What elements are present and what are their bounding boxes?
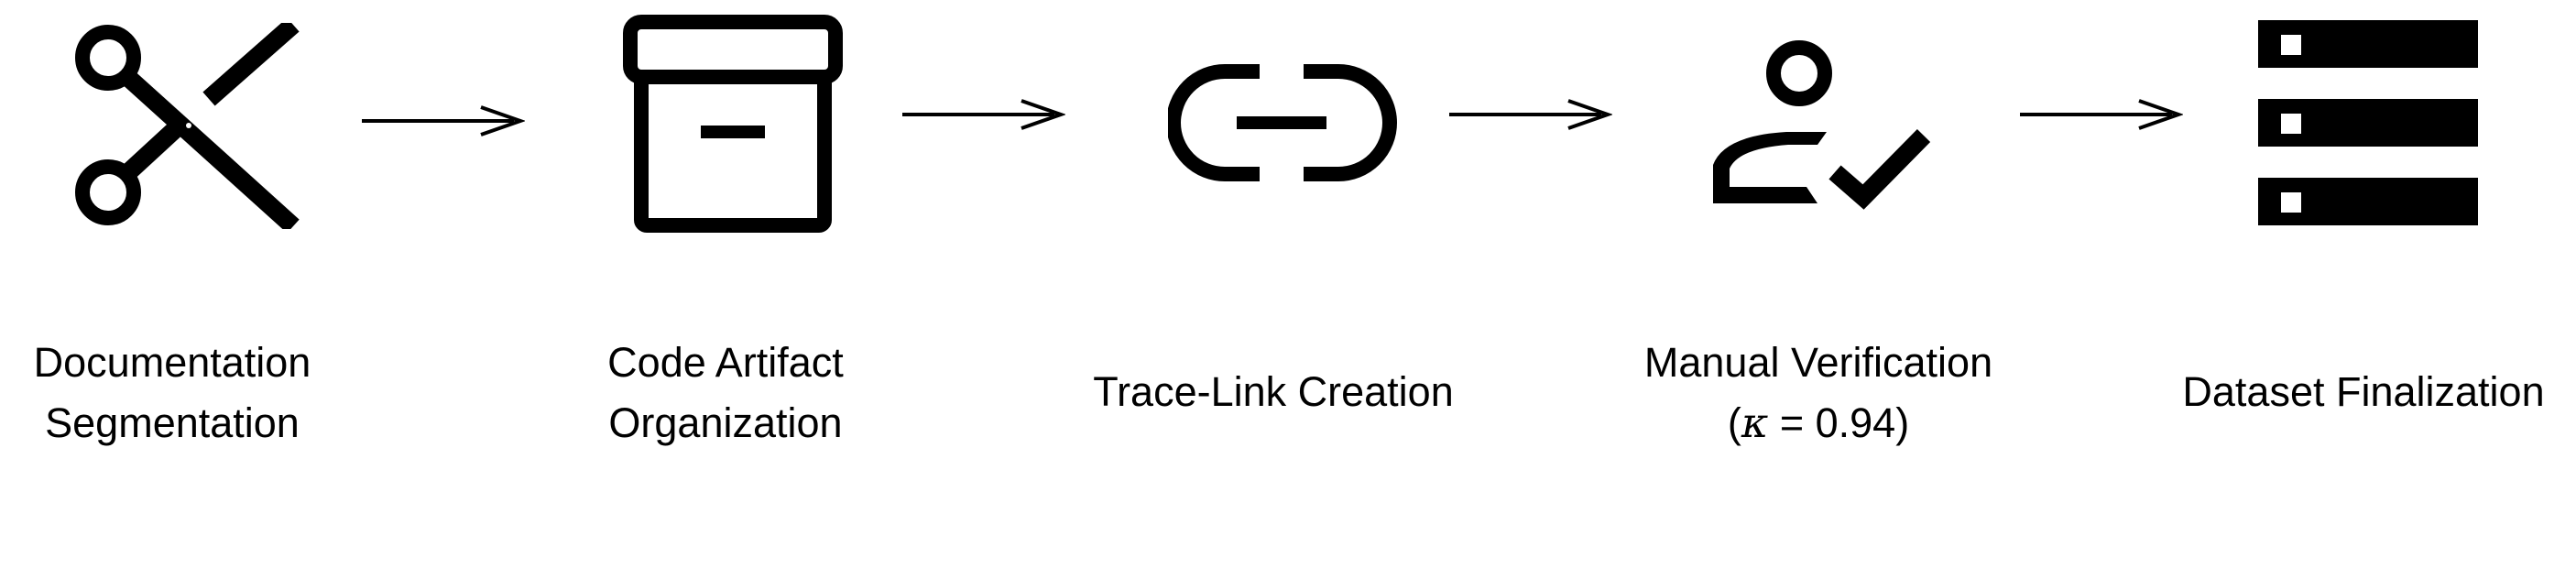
archive-box-icon [623,15,843,233]
step-label-dataset-finalization: Dataset Finalization [2182,362,2544,422]
label-line: Organization [608,399,843,446]
database-icon [2258,20,2478,225]
link-icon [1168,64,1397,181]
flow-arrow [1449,99,1612,130]
label-line: Segmentation [45,399,300,446]
kappa-line: (κ = 0.94) [1644,393,1992,453]
label-line: Manual Verification [1643,339,1993,386]
step-label-documentation-segmentation: Documentation Segmentation [34,333,311,453]
flow-arrow [2020,99,2183,130]
scissors-icon [75,23,300,229]
step-label-code-artifact-organization: Code Artifact Organization [607,333,844,453]
kappa-value: = 0.94) [1768,399,1910,446]
step-label-manual-verification: Manual Verification (κ = 0.94) [1644,333,1992,453]
step-label-trace-link-creation: Trace-Link Creation [1093,362,1454,422]
label-line: Documentation [33,339,311,386]
flow-arrow [902,99,1065,130]
label-line: Trace-Link Creation [1093,368,1454,415]
user-check-icon [1713,40,1931,210]
kappa-symbol: κ [1741,399,1769,447]
label-line: Dataset Finalization [2182,368,2545,415]
flow-arrow [362,105,525,137]
label-line: Code Artifact [607,339,844,386]
kappa-open-paren: ( [1727,399,1741,446]
